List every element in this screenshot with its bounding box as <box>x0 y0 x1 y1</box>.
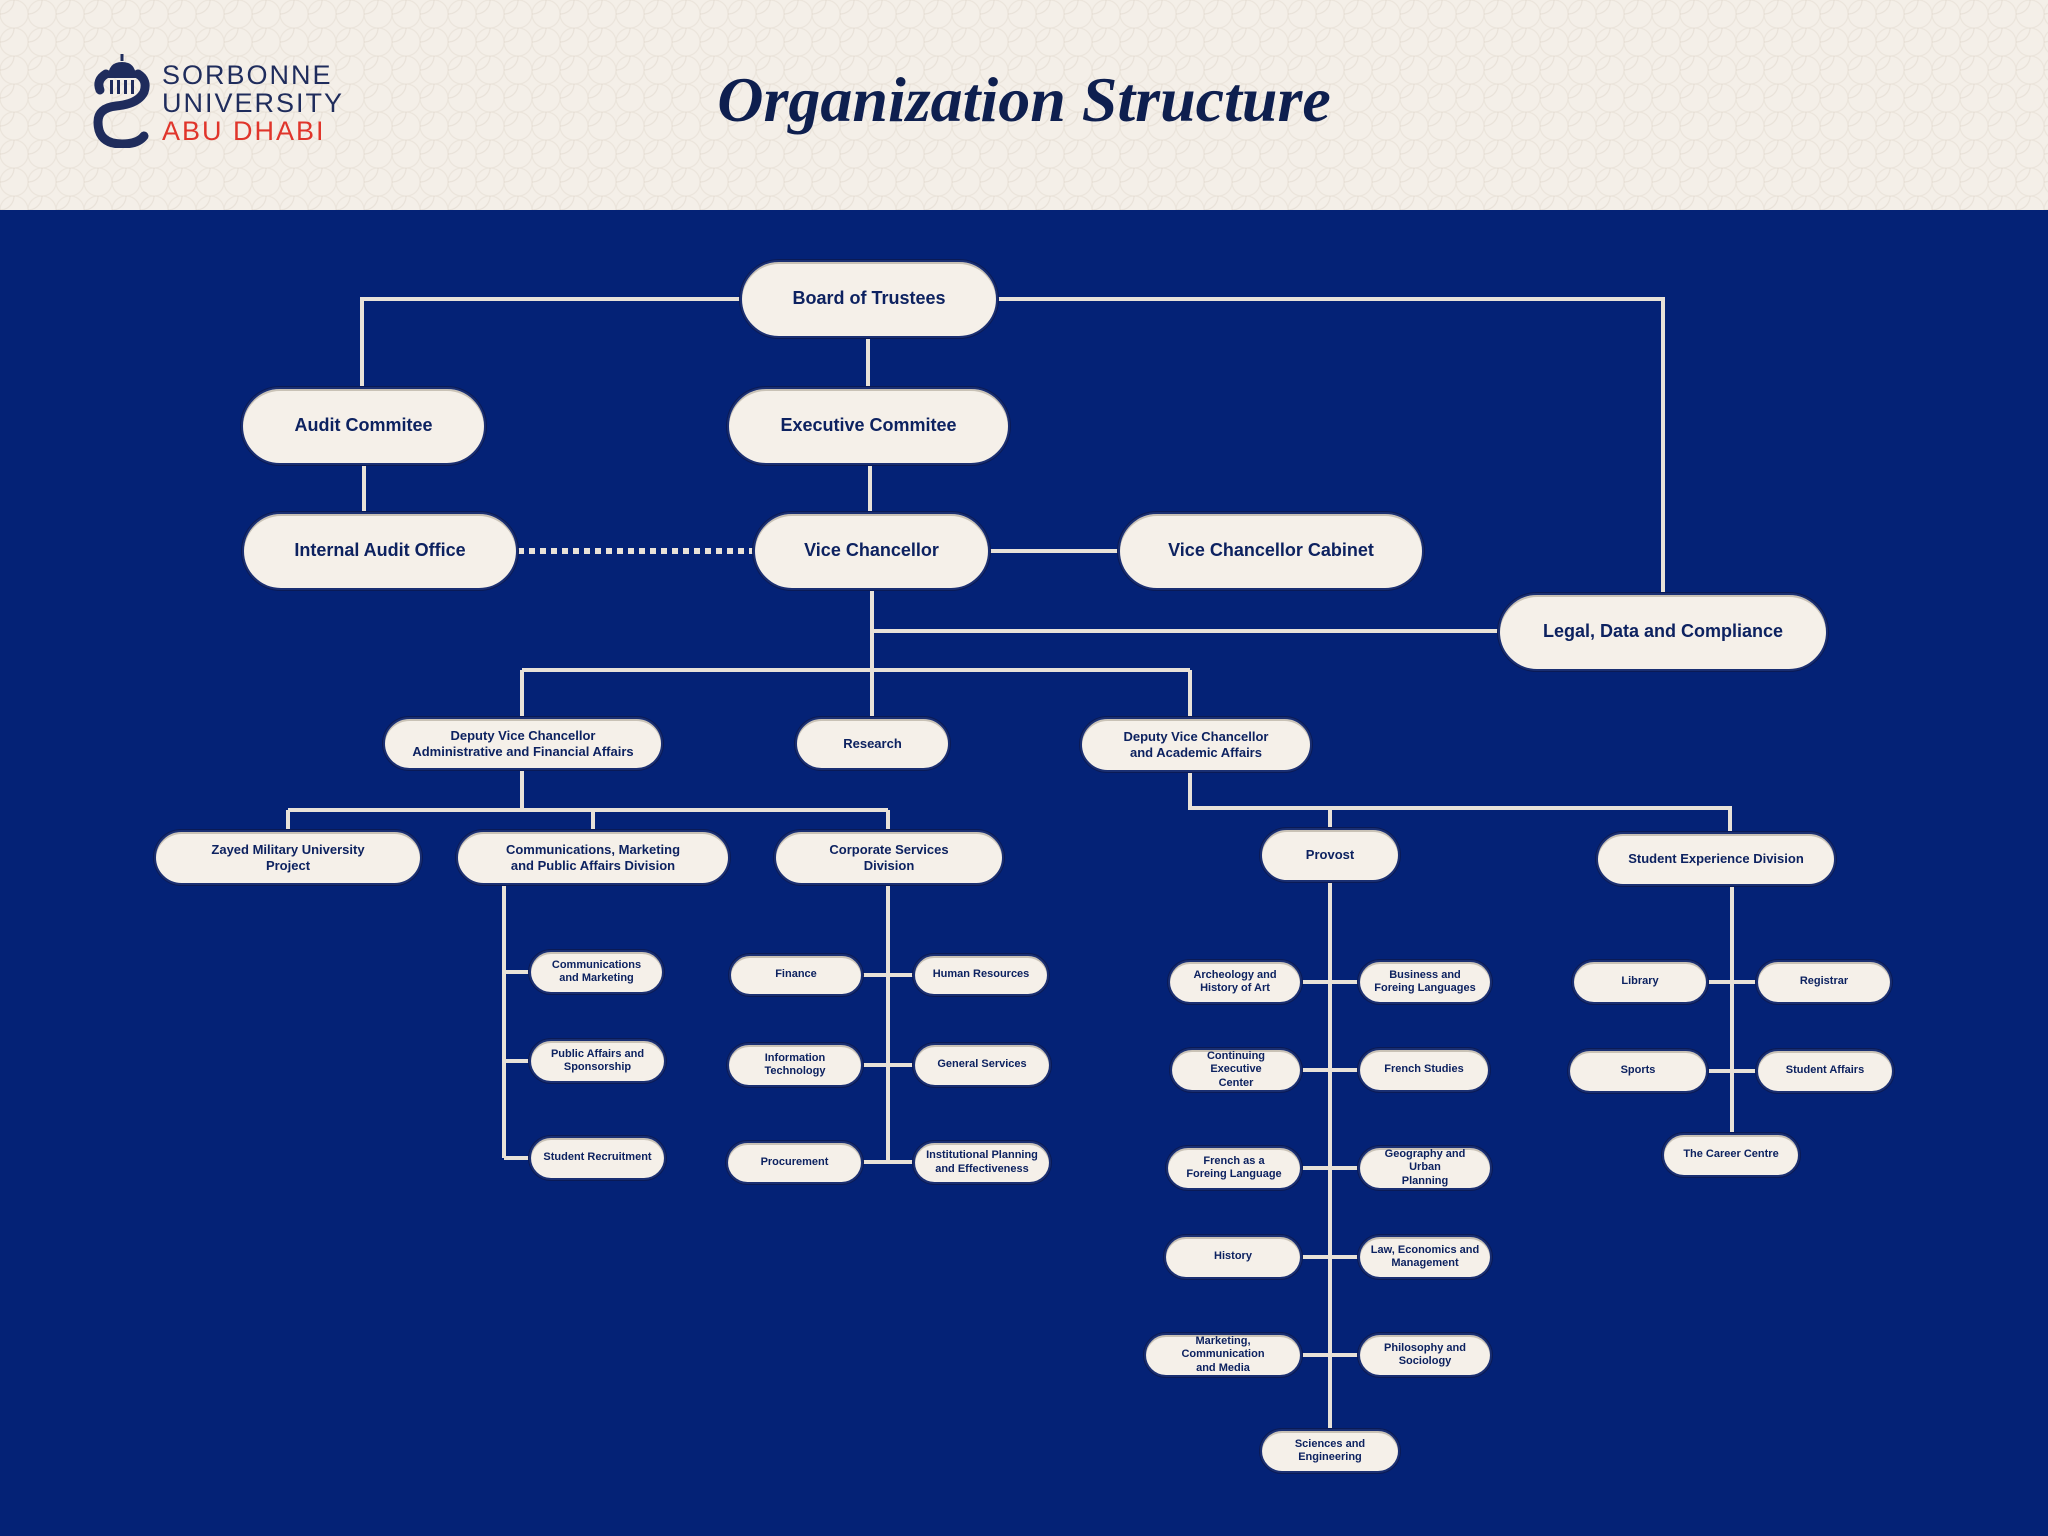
node-geography-urban-planning[interactable]: Geography and Urban Planning <box>1358 1146 1492 1190</box>
node-philosophy-sociology[interactable]: Philosophy and Sociology <box>1358 1333 1492 1377</box>
node-information-technology[interactable]: Information Technology <box>727 1043 863 1087</box>
node-research[interactable]: Research <box>795 717 950 770</box>
node-law-economics-management[interactable]: Law, Economics and Management <box>1358 1235 1492 1279</box>
node-vice-chancellor-cabinet[interactable]: Vice Chancellor Cabinet <box>1118 512 1424 590</box>
node-history[interactable]: History <box>1164 1235 1302 1279</box>
node-audit-committee[interactable]: Audit Commitee <box>241 387 486 465</box>
logo-text-abu-dhabi: ABU DHABI <box>162 116 326 146</box>
node-internal-audit-office[interactable]: Internal Audit Office <box>242 512 518 590</box>
node-human-resources[interactable]: Human Resources <box>913 954 1049 996</box>
node-legal-data-compliance[interactable]: Legal, Data and Compliance <box>1498 593 1828 671</box>
dome-s-emblem-icon <box>93 54 150 148</box>
node-library[interactable]: Library <box>1572 960 1708 1004</box>
node-french-studies[interactable]: French Studies <box>1358 1048 1490 1092</box>
node-public-affairs-sponsorship[interactable]: Public Affairs and Sponsorship <box>529 1039 666 1083</box>
node-general-services[interactable]: General Services <box>913 1043 1051 1087</box>
node-institutional-planning[interactable]: Institutional Planning and Effectiveness <box>913 1141 1051 1184</box>
header: SORBONNE UNIVERSITY ABU DHABI Organizati… <box>0 0 2048 210</box>
node-zayed-military-project[interactable]: Zayed Military University Project <box>154 830 422 885</box>
page-title: Organization Structure <box>717 64 1331 135</box>
node-sports[interactable]: Sports <box>1568 1049 1708 1093</box>
node-dvc-academic[interactable]: Deputy Vice Chancellor and Academic Affa… <box>1080 717 1312 772</box>
node-dvc-admin-financial[interactable]: Deputy Vice Chancellor Administrative an… <box>383 717 663 770</box>
node-finance[interactable]: Finance <box>729 954 863 996</box>
node-registrar[interactable]: Registrar <box>1756 960 1892 1004</box>
connector-lines <box>286 297 1756 1429</box>
node-communications-and-marketing[interactable]: Communications and Marketing <box>529 950 664 994</box>
logo-text-university: UNIVERSITY <box>162 88 345 118</box>
node-provost[interactable]: Provost <box>1260 828 1400 882</box>
node-archeology-history-art[interactable]: Archeology and History of Art <box>1168 960 1302 1004</box>
node-career-centre[interactable]: The Career Centre <box>1662 1133 1800 1177</box>
node-vice-chancellor[interactable]: Vice Chancellor <box>753 512 990 590</box>
node-continuing-executive-center[interactable]: Continuing Executive Center <box>1170 1048 1302 1092</box>
node-marketing-communication-media[interactable]: Marketing, Communication and Media <box>1144 1333 1302 1377</box>
node-french-foreign-language[interactable]: French as a Foreing Language <box>1166 1146 1302 1190</box>
node-student-recruitment[interactable]: Student Recruitment <box>529 1136 666 1180</box>
node-business-foreign-languages[interactable]: Business and Foreing Languages <box>1358 960 1492 1004</box>
node-student-experience-division[interactable]: Student Experience Division <box>1596 832 1836 886</box>
node-procurement[interactable]: Procurement <box>726 1141 863 1184</box>
logo-text-sorbonne: SORBONNE <box>162 60 333 90</box>
org-chart-canvas: Board of Trustees Audit Commitee Executi… <box>0 210 2048 1536</box>
node-comms-marketing-pa-division[interactable]: Communications, Marketing and Public Aff… <box>456 830 730 885</box>
node-corporate-services-division[interactable]: Corporate Services Division <box>774 830 1004 885</box>
node-executive-committee[interactable]: Executive Commitee <box>727 387 1010 465</box>
node-student-affairs[interactable]: Student Affairs <box>1756 1049 1894 1093</box>
university-logo[interactable]: SORBONNE UNIVERSITY ABU DHABI <box>92 52 342 152</box>
node-sciences-engineering[interactable]: Sciences and Engineering <box>1260 1429 1400 1473</box>
node-board-of-trustees[interactable]: Board of Trustees <box>740 260 998 338</box>
